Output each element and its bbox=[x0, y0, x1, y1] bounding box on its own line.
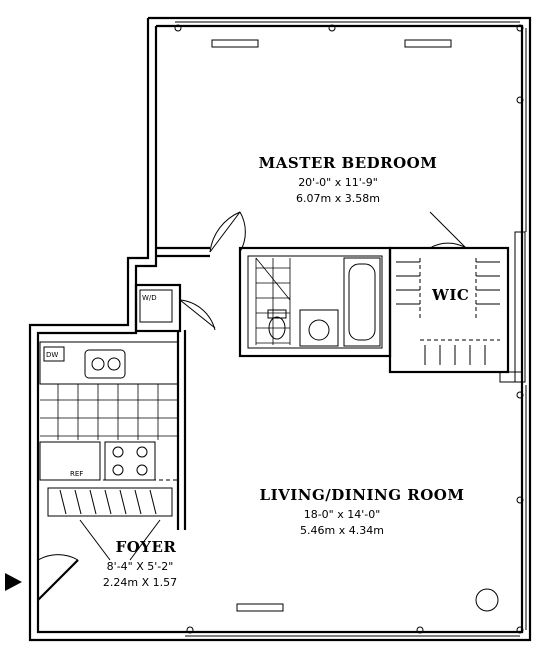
master-bedroom-name: MASTER BEDROOM bbox=[259, 154, 438, 172]
living-dining-dim-metric: 5.46m x 4.34m bbox=[300, 524, 384, 537]
foyer-labels: FOYER 8'-4" X 5'-2" 2.24m X 1.57 bbox=[103, 538, 177, 589]
foyer-closet bbox=[47, 487, 173, 517]
master-bedroom-dim-metric: 6.07m x 3.58m bbox=[296, 192, 380, 205]
entry-arrow-icon bbox=[5, 573, 22, 591]
bathtub-icon bbox=[343, 257, 381, 347]
master-bedroom-dim-imperial: 20'-0" x 11'-9" bbox=[298, 176, 378, 189]
bathroom bbox=[255, 257, 381, 347]
dishwasher-icon bbox=[43, 346, 65, 362]
wic-hanging-rods bbox=[396, 261, 500, 365]
range-icon bbox=[104, 441, 156, 481]
foyer-dim-imperial: 8'-4" X 5'-2" bbox=[107, 560, 174, 573]
column-icon bbox=[475, 588, 499, 612]
wic-label: WIC bbox=[431, 286, 469, 304]
walk-in-closet: WIC bbox=[396, 258, 500, 365]
windows bbox=[174, 21, 527, 637]
kitchen: DW REF bbox=[39, 341, 179, 481]
living-dining-dim-imperial: 18-0" x 14'-0" bbox=[304, 508, 381, 521]
refrigerator-label: REF bbox=[70, 470, 83, 478]
sink-icon bbox=[308, 319, 330, 341]
toilet-tank-icon bbox=[267, 309, 287, 319]
living-dining-labels: LIVING/DINING ROOM 18-0" x 14'-0" 5.46m … bbox=[260, 486, 465, 537]
living-dining-name: LIVING/DINING ROOM bbox=[260, 486, 465, 504]
doors bbox=[37, 211, 467, 601]
vanity-icon bbox=[299, 309, 339, 347]
toilet-bowl-icon bbox=[268, 316, 286, 340]
outer-walls bbox=[28, 16, 532, 642]
kitchen-sink-icon bbox=[84, 349, 126, 379]
kitchen-counter-top bbox=[39, 341, 179, 385]
washer-dryer-label: W/D bbox=[142, 294, 157, 302]
washer-dryer-closet: W/D bbox=[139, 289, 173, 323]
bath-tiles bbox=[255, 257, 291, 345]
master-bedroom-labels: MASTER BEDROOM 20'-0" x 11'-9" 6.07m x 3… bbox=[259, 154, 438, 205]
foyer-name: FOYER bbox=[116, 538, 177, 556]
foyer-dim-metric: 2.24m X 1.57 bbox=[103, 576, 177, 589]
dishwasher-label: DW bbox=[46, 351, 58, 359]
kitchen-floor-tiles bbox=[40, 384, 178, 440]
